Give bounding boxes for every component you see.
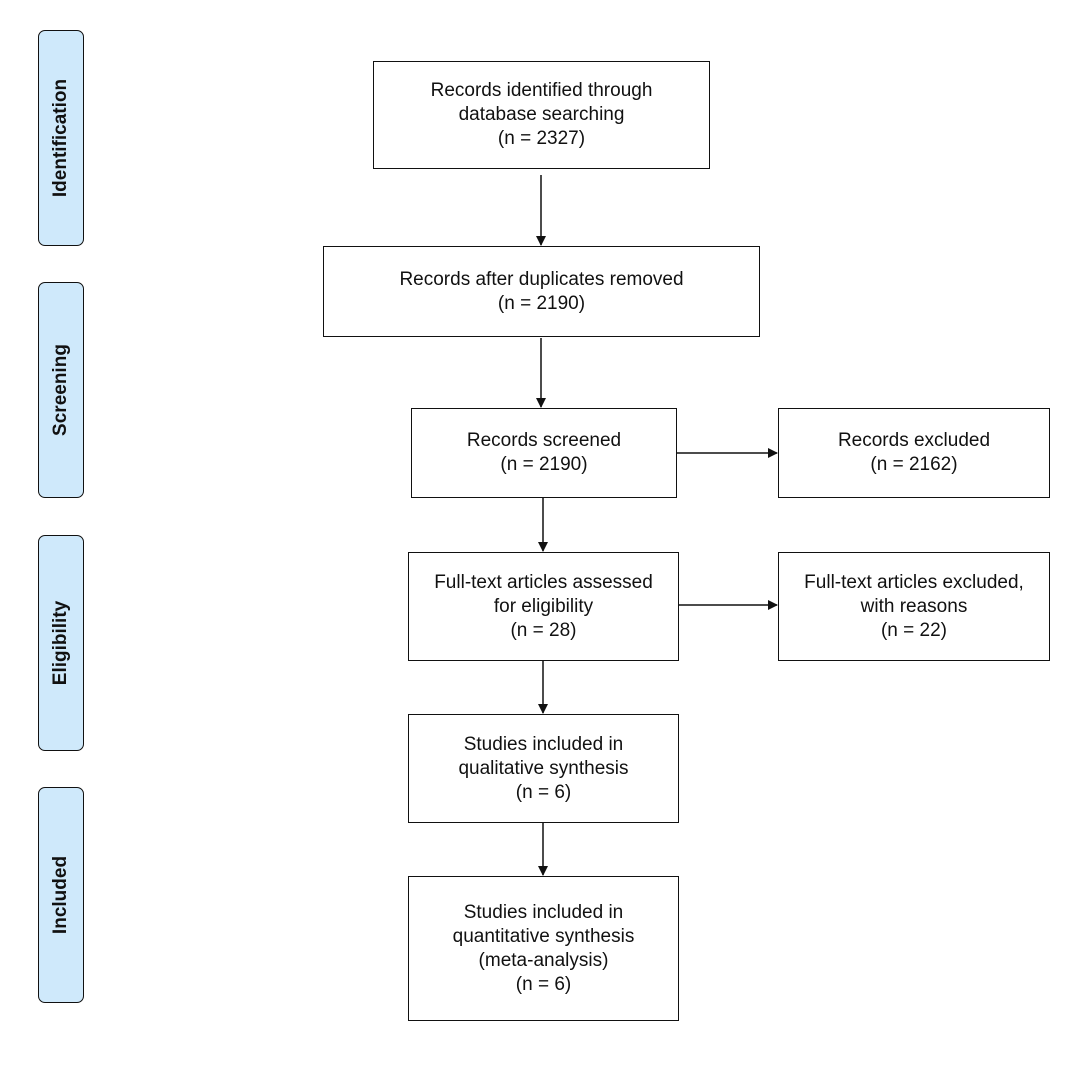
box-fulltext-assessed: Full-text articles assessed for eligibil…	[408, 552, 679, 661]
box-records-screened: Records screened (n = 2190)	[411, 408, 677, 498]
box-records-screened-text: Records screened (n = 2190)	[466, 430, 622, 475]
box-records-after-duplicates-text: Records after duplicates removed (n = 21…	[399, 268, 684, 314]
box-records-identified-text: Records identified through database sear…	[430, 80, 653, 149]
box-records-identified: Records identified through database sear…	[373, 61, 710, 169]
box-qualitative-synthesis-text: Studies included in qualitative synthesi…	[458, 733, 629, 803]
box-fulltext-excluded-text: Full-text articles excluded, with reason…	[804, 571, 1024, 641]
phase-identification: Identification	[38, 30, 84, 246]
box-fulltext-assessed-text: Full-text articles assessed for eligibil…	[434, 571, 653, 641]
phase-eligibility: Eligibility	[38, 535, 84, 751]
box-quantitative-synthesis: Studies included in quantitative synthes…	[408, 876, 679, 1021]
box-records-excluded: Records excluded (n = 2162)	[778, 408, 1050, 498]
phase-included: Included	[38, 787, 84, 1003]
box-qualitative-synthesis: Studies included in qualitative synthesi…	[408, 714, 679, 823]
box-fulltext-excluded: Full-text articles excluded, with reason…	[778, 552, 1050, 661]
box-records-excluded-text: Records excluded (n = 2162)	[837, 430, 991, 475]
phase-screening: Screening	[38, 282, 84, 498]
box-records-after-duplicates: Records after duplicates removed (n = 21…	[323, 246, 760, 337]
box-quantitative-synthesis-text: Studies included in quantitative synthes…	[452, 901, 635, 995]
